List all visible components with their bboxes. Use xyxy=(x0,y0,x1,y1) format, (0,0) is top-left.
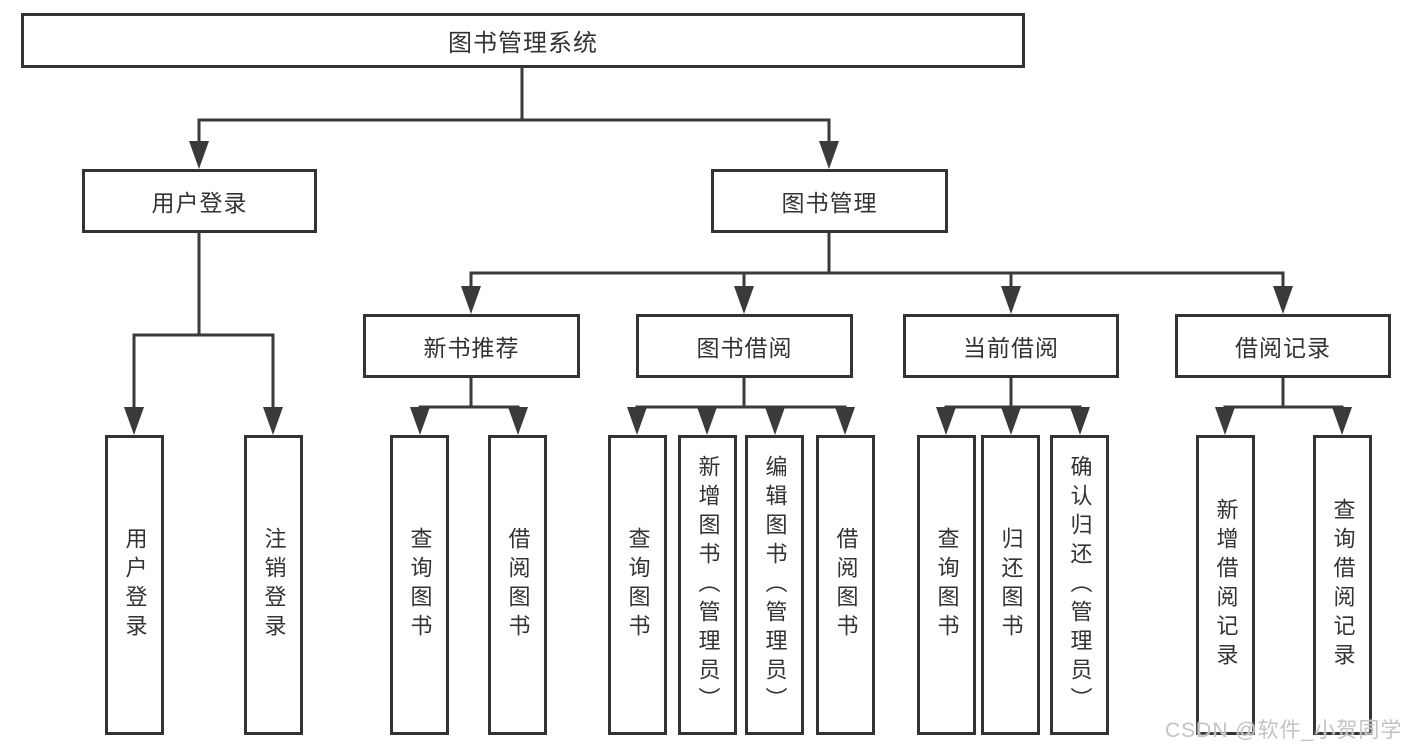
arrow-down-icon xyxy=(1001,407,1021,435)
node-label: 图书管理 xyxy=(781,190,878,216)
node-new-book-recommend: 新书推荐 xyxy=(363,314,580,378)
node-label: 当前借阅 xyxy=(963,335,1059,361)
connector-root-to-level2 xyxy=(197,68,831,145)
arrow-down-icon xyxy=(124,407,144,435)
arrow-down-icon xyxy=(263,407,283,435)
node-label: 查询借阅记录 xyxy=(1330,498,1356,672)
node-label: 图书借阅 xyxy=(696,335,793,361)
connector-newbooks-to-leaves xyxy=(418,377,520,409)
arrow-down-icon xyxy=(627,407,647,435)
leaf-query-books: 查询图书 xyxy=(917,435,976,735)
node-current-borrowing: 当前借阅 xyxy=(903,314,1119,378)
arrow-down-icon xyxy=(1332,407,1352,435)
arrow-down-icon xyxy=(1001,286,1021,314)
node-book-management: 图书管理 xyxy=(711,169,948,233)
leaf-query-books: 查询图书 xyxy=(390,435,449,735)
node-label: 注销登录 xyxy=(261,527,287,643)
node-label: 用户登录 xyxy=(151,190,248,216)
node-borrowing-records: 借阅记录 xyxy=(1175,314,1391,378)
arrow-down-icon xyxy=(819,141,839,169)
leaf-add-books-admin: 新增图书（管理员） xyxy=(678,435,737,735)
arrow-down-icon xyxy=(461,286,481,314)
leaf-confirm-return-admin: 确认归还（管理员） xyxy=(1050,435,1109,735)
arrow-down-icon xyxy=(189,141,209,169)
node-book-borrowing: 图书借阅 xyxy=(636,314,853,378)
connector-current-to-leaves xyxy=(944,377,1082,409)
watermark: CSDN @软件_小贺同学 xyxy=(1165,719,1403,742)
node-label: 借阅图书 xyxy=(833,527,859,643)
node-label: 借阅图书 xyxy=(505,527,531,643)
node-label: 查询图书 xyxy=(934,527,960,643)
connector-userlogin-to-leaves xyxy=(132,233,275,411)
arrow-down-icon xyxy=(697,407,717,435)
arrow-down-icon xyxy=(410,407,430,435)
arrow-down-icon xyxy=(508,407,528,435)
arrow-down-icon xyxy=(1273,286,1293,314)
arrow-down-icon xyxy=(1215,407,1235,435)
node-label: 确认归还（管理员） xyxy=(1067,454,1093,716)
node-label: 编辑图书（管理员） xyxy=(762,454,788,716)
leaf-borrow-books: 借阅图书 xyxy=(816,435,875,735)
leaf-user-login: 用户登录 xyxy=(105,435,164,735)
leaf-borrow-books: 借阅图书 xyxy=(488,435,547,735)
node-label: 图书管理系统 xyxy=(448,30,598,57)
node-library-management-system: 图书管理系统 xyxy=(21,13,1025,68)
node-label: 查询图书 xyxy=(625,527,651,643)
arrow-down-icon xyxy=(1070,407,1090,435)
node-label: 新增图书（管理员） xyxy=(695,454,721,716)
leaf-return-books: 归还图书 xyxy=(981,435,1040,735)
node-label: 新书推荐 xyxy=(423,335,520,361)
leaf-add-borrow-record: 新增借阅记录 xyxy=(1196,435,1255,735)
leaf-query-books: 查询图书 xyxy=(608,435,667,735)
connector-borrow-to-leaves xyxy=(635,377,847,409)
node-label: 归还图书 xyxy=(998,527,1024,643)
node-label: 借阅记录 xyxy=(1235,335,1331,361)
node-label: 用户登录 xyxy=(122,527,148,643)
node-label: 查询图书 xyxy=(407,527,433,643)
connector-bookmgmt-to-level3 xyxy=(469,233,1285,289)
leaf-query-borrow-record: 查询借阅记录 xyxy=(1313,435,1372,735)
leaf-edit-books-admin: 编辑图书（管理员） xyxy=(745,435,804,735)
node-label: 新增借阅记录 xyxy=(1213,498,1239,672)
arrow-down-icon xyxy=(734,286,754,314)
connector-records-to-leaves xyxy=(1223,377,1344,409)
leaf-logout: 注销登录 xyxy=(244,435,303,735)
node-user-login: 用户登录 xyxy=(82,169,317,233)
arrow-down-icon xyxy=(765,407,785,435)
arrow-down-icon xyxy=(835,407,855,435)
arrow-down-icon xyxy=(936,407,956,435)
